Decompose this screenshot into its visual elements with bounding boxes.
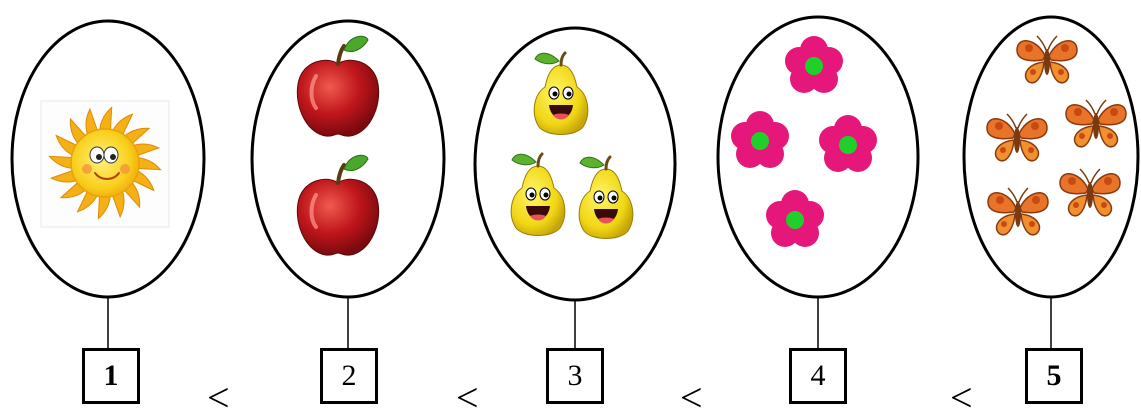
group-3 bbox=[475, 28, 675, 300]
flower-icon bbox=[819, 115, 877, 172]
group-4 bbox=[718, 17, 918, 297]
less-than-sign: < bbox=[680, 378, 703, 418]
pear-icon bbox=[579, 157, 633, 239]
butterfly-icon bbox=[1066, 100, 1126, 147]
pear-icon bbox=[511, 154, 565, 236]
stem-lines bbox=[108, 297, 1051, 348]
pear-icon bbox=[534, 53, 588, 135]
number-box-2: 2 bbox=[320, 348, 378, 404]
number-label: 3 bbox=[568, 359, 583, 393]
butterfly-icon bbox=[987, 114, 1047, 161]
less-than-sign: < bbox=[456, 378, 479, 418]
butterfly-icon bbox=[988, 188, 1048, 235]
apple-icon bbox=[297, 36, 378, 136]
less-than-sign: < bbox=[207, 378, 230, 418]
group-2 bbox=[252, 21, 444, 297]
group-5 bbox=[964, 17, 1138, 297]
butterfly-icon bbox=[1060, 169, 1120, 216]
flower-icon bbox=[731, 111, 789, 168]
number-box-1: 1 bbox=[82, 348, 140, 404]
number-label: 1 bbox=[104, 359, 119, 393]
group-1 bbox=[12, 21, 204, 297]
number-box-3: 3 bbox=[546, 348, 604, 404]
sun-icon bbox=[41, 101, 169, 227]
group-3-oval bbox=[475, 28, 675, 300]
number-box-5: 5 bbox=[1025, 348, 1083, 404]
number-label: 4 bbox=[811, 359, 826, 393]
number-box-4: 4 bbox=[789, 348, 847, 404]
flower-icon bbox=[766, 190, 824, 247]
flower-icon bbox=[785, 36, 843, 93]
number-label: 2 bbox=[342, 359, 357, 393]
number-label: 5 bbox=[1047, 359, 1062, 393]
apple-icon bbox=[297, 155, 378, 255]
butterfly-icon bbox=[1017, 36, 1077, 83]
less-than-sign: < bbox=[950, 378, 973, 418]
